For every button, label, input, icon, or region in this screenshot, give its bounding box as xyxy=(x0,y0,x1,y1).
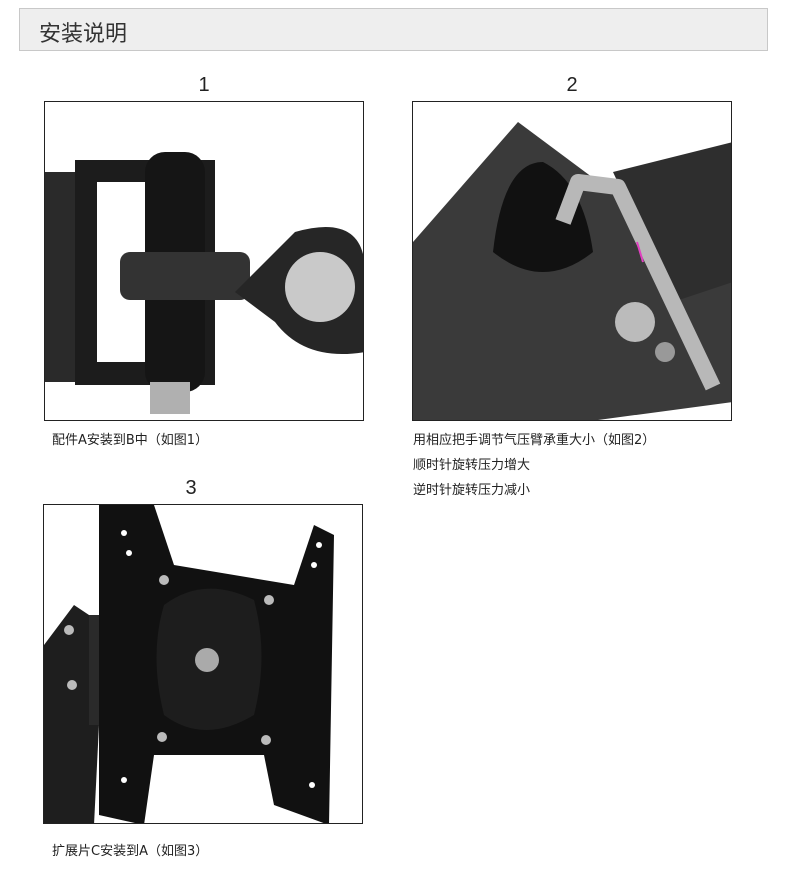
section-title: 安装说明 xyxy=(39,22,128,47)
caption-line: 顺时针旋转压力增大 xyxy=(413,458,531,473)
caption-line: 逆时针旋转压力减小 xyxy=(413,483,531,498)
step-3-caption: 扩展片C安装到A（如图3） xyxy=(52,844,209,859)
section-header: 安装说明 xyxy=(19,8,768,51)
step-3-photo xyxy=(43,504,363,824)
step-2-caption: 用相应把手调节气压臂承重大小（如图2） 顺时针旋转压力增大 逆时针旋转压力减小 xyxy=(413,428,655,503)
caption-line: 用相应把手调节气压臂承重大小（如图2） xyxy=(413,433,656,448)
step-number-2: 2 xyxy=(566,74,578,96)
step-1-photo xyxy=(44,101,364,421)
step-2-photo xyxy=(412,101,732,421)
step-number-1: 1 xyxy=(198,74,210,96)
step-number-3: 3 xyxy=(185,477,197,499)
step-1-caption: 配件A安装到B中（如图1） xyxy=(52,433,209,448)
